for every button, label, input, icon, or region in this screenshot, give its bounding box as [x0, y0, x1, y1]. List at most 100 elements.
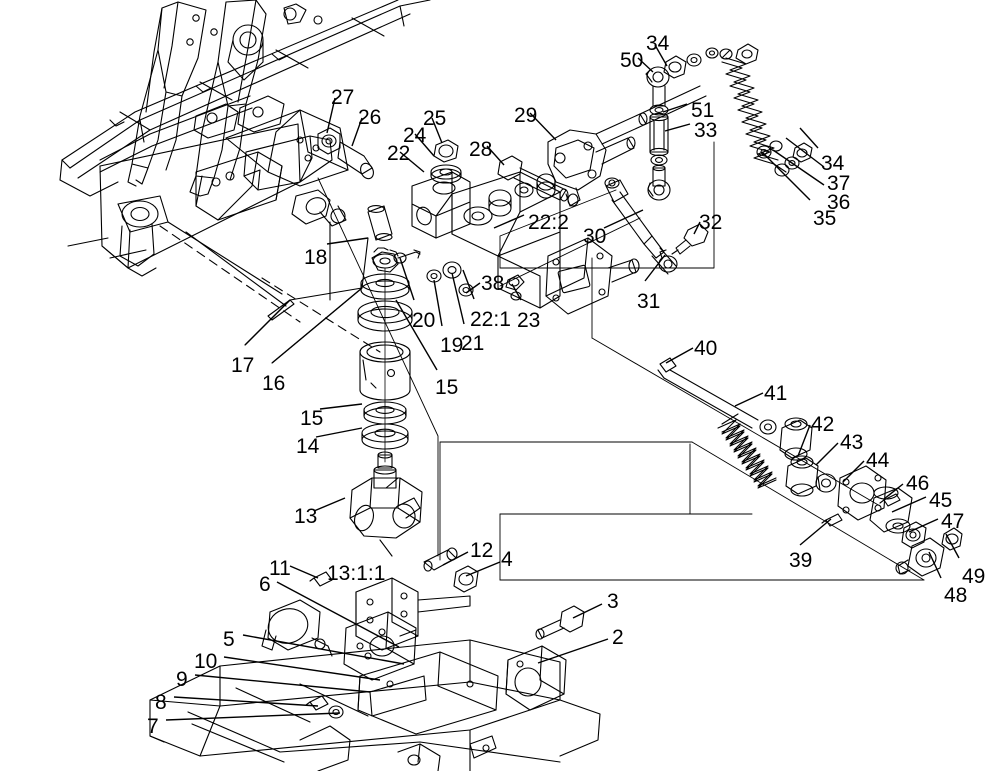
callout-6: 6 [259, 573, 271, 596]
leader-line-38 [465, 282, 481, 294]
leader-line-22 [399, 151, 425, 173]
leader-line-17 [244, 299, 291, 346]
callout-36: 36 [827, 191, 851, 214]
leader-line-44 [842, 460, 865, 483]
callout-8: 8 [155, 691, 167, 714]
lift-arm-left [127, 1, 207, 187]
callout-51: 51 [691, 99, 715, 122]
leader-line-7 [165, 712, 341, 721]
callout-9: 9 [176, 668, 188, 691]
callout-13: 13 [294, 505, 318, 528]
callout-19: 19 [440, 334, 464, 357]
callout-30: 30 [583, 225, 607, 248]
leader-line-24 [414, 133, 435, 157]
part-34a-nut [663, 55, 687, 79]
leader-line-34b [799, 127, 819, 149]
callout-38: 38 [481, 272, 505, 295]
part-39-screw [821, 513, 843, 527]
part-12-pin [423, 547, 458, 572]
bumper-5-cylinder [261, 599, 333, 657]
callout-15: 15 [435, 376, 459, 399]
pointer-bar-17 [267, 221, 331, 321]
leader-line-27 [326, 97, 336, 134]
part-3-bolt [535, 605, 585, 640]
leader-line-23 [511, 283, 522, 301]
leader-line-32 [693, 221, 701, 235]
callout-14: 14 [296, 435, 320, 458]
callout-34: 34 [821, 152, 845, 175]
callout-20: 20 [412, 309, 436, 332]
leader-line-15a [319, 403, 363, 410]
callout-27: 27 [331, 86, 355, 109]
upper-deck-plate [193, 95, 349, 187]
leader-line-43 [815, 442, 839, 466]
callout-43: 43 [840, 431, 864, 454]
leader-line-31 [644, 254, 666, 282]
spacer-group-28 [488, 173, 556, 217]
callout-13-1-1: 13:1:1 [327, 562, 386, 585]
callout-42: 42 [811, 413, 835, 436]
leader-line-21 [451, 272, 465, 325]
part-32-bolt [671, 223, 709, 255]
leader-line-26 [351, 117, 363, 147]
part-43-washer [815, 473, 837, 493]
callout-7: 7 [147, 715, 159, 738]
callout-37: 37 [827, 172, 851, 195]
callout-24: 24 [403, 124, 427, 147]
part-33-turnbuckle [647, 112, 671, 201]
leader-lines [165, 44, 960, 721]
part-4-nut [453, 565, 479, 593]
callout-22-2: 22:2 [528, 211, 569, 234]
lower-frame-rails [149, 683, 561, 763]
leader-line-25 [431, 117, 443, 144]
callout-16: 16 [262, 372, 286, 395]
part-48-yoke [895, 537, 945, 577]
callout-21: 21 [461, 332, 485, 355]
flange-plate-center [545, 237, 640, 315]
callout-22: 22 [387, 142, 411, 165]
leader-line-10 [223, 656, 381, 681]
leader-line-37 [785, 137, 825, 168]
leader-line-50 [637, 57, 654, 73]
leader-line-13 [313, 497, 346, 512]
leader-line-5 [242, 634, 405, 665]
leader-line-45 [891, 496, 927, 513]
part-46-screw [879, 493, 901, 507]
leader-line-22-1 [462, 269, 475, 300]
part-22-bracket [411, 171, 471, 239]
callout-10: 10 [194, 650, 218, 673]
deck-plate-bottom [357, 651, 499, 735]
callout-46: 46 [906, 472, 930, 495]
leader-line-33 [664, 123, 691, 132]
leader-line-34a [654, 44, 668, 67]
part-50-eye-end [645, 66, 670, 107]
callout-34: 34 [646, 32, 670, 55]
part-26-pin [337, 141, 374, 180]
part-2-bracket [505, 645, 567, 711]
callout-25: 25 [423, 107, 447, 130]
callout-23: 23 [517, 309, 541, 332]
leader-line-47 [908, 518, 939, 533]
bushing-41a [779, 417, 813, 461]
frame-bosses [186, 3, 323, 46]
part-30-damper [604, 177, 678, 275]
callout-32: 32 [699, 211, 723, 234]
small-fasteners-bottom [305, 571, 344, 719]
callout-3: 3 [607, 590, 619, 613]
callout-12: 12 [470, 539, 494, 562]
bottom-edge-parts [299, 699, 601, 771]
callout-50: 50 [620, 49, 644, 72]
part-18-tube [367, 205, 393, 241]
arm-right-link [243, 135, 333, 191]
callout-39: 39 [789, 549, 813, 572]
nut-washer-stack-right [735, 43, 813, 170]
leader-line-6 [276, 581, 400, 648]
leader-line-2 [537, 638, 609, 664]
leader-line-20 [399, 257, 415, 301]
callout-11: 11 [269, 557, 291, 580]
callout-5: 5 [223, 628, 235, 651]
callout-4: 4 [501, 548, 513, 571]
part-47-nut [901, 521, 927, 549]
leader-line-46 [883, 483, 904, 500]
